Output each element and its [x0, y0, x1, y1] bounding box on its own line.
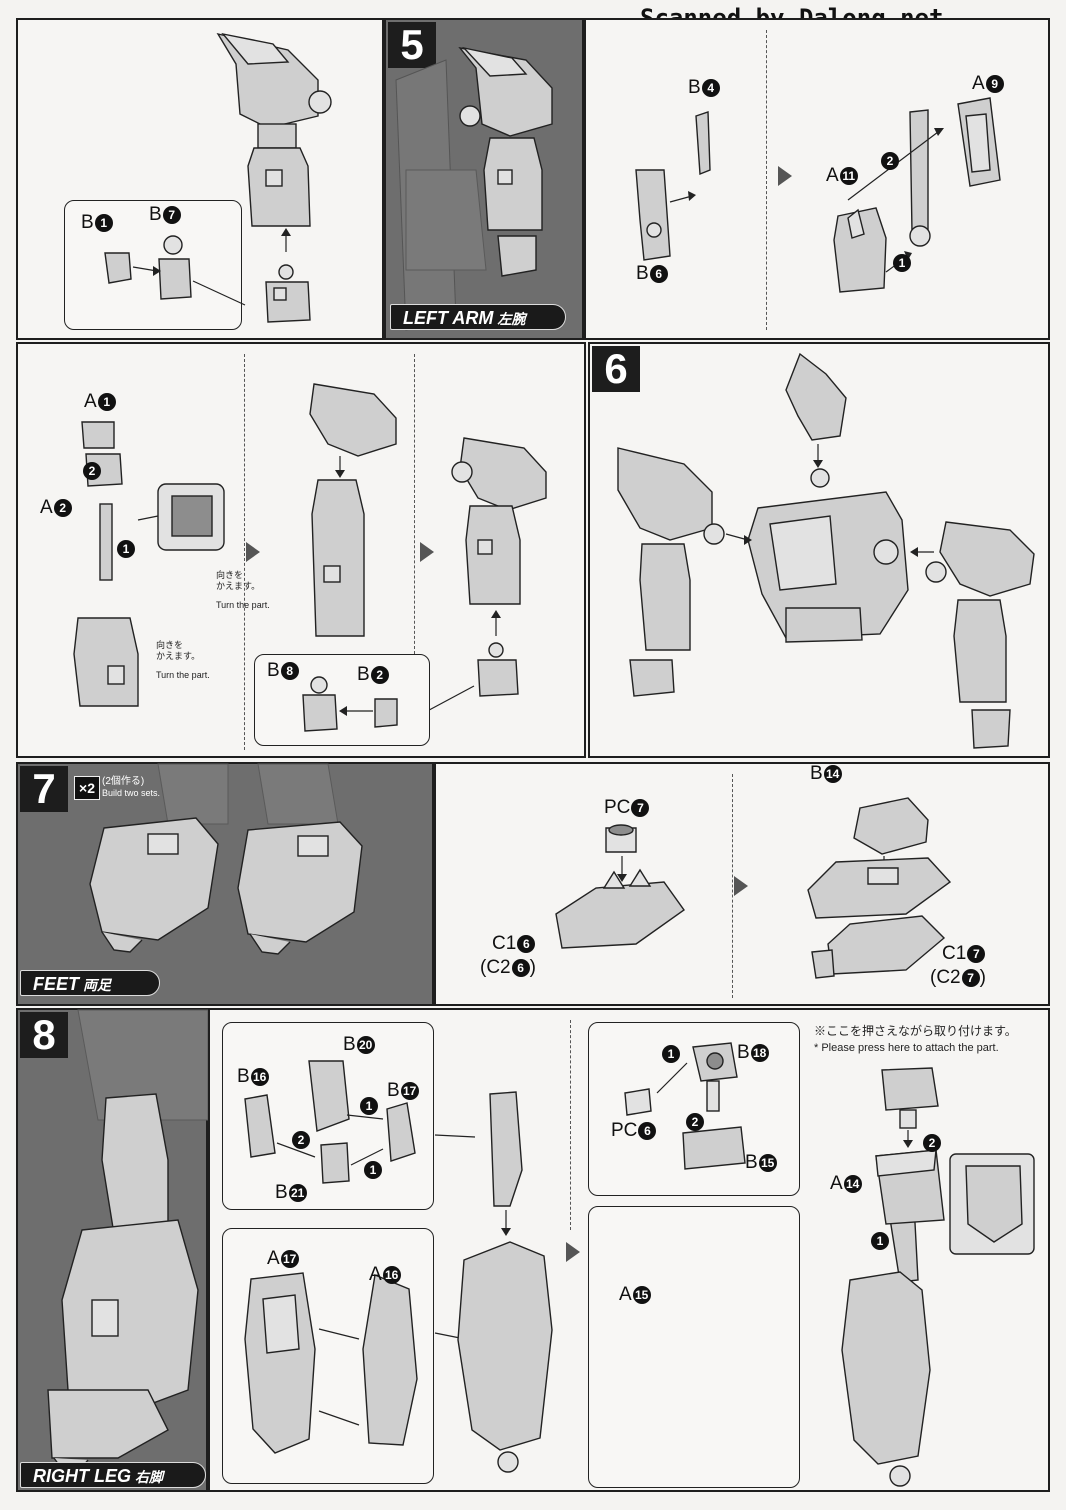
torso-assembly-illustration [617, 352, 1035, 749]
step5-flow-arrow [778, 166, 792, 186]
turn-note-1-en: Turn the part. [216, 600, 270, 610]
turn-note-2: 向きを かえます。 [156, 640, 201, 661]
order-marker-2: 2 [685, 1113, 704, 1131]
step-number-6: 6 [592, 346, 640, 392]
arm-assembly-illustration [216, 32, 332, 323]
build-two-sets-jp: (2個作る) [102, 776, 145, 787]
step-number-7: 7 [20, 766, 68, 812]
step8-flow-arrow [566, 1242, 580, 1262]
step5-divider [766, 30, 767, 330]
step7-flow-arrow [734, 876, 748, 896]
step-number-5: 5 [388, 22, 436, 68]
order-marker-1b: 1 [870, 1232, 889, 1250]
order-marker-2: 2 [291, 1131, 310, 1149]
turn-note-1: 向きを かえます。 [216, 570, 261, 591]
turn-note-2-en: Turn the part. [156, 670, 210, 680]
a14-knee-illustration [875, 1067, 1035, 1255]
order-marker-1a: 1 [359, 1097, 378, 1115]
feet-photo-illustration [89, 763, 363, 955]
order-marker-2: 2 [82, 462, 101, 480]
multiplier-badge: ×2 [74, 776, 100, 800]
arm-frame-illustration [635, 97, 1001, 293]
step-number-8: 8 [20, 1012, 68, 1058]
step7-divider [732, 774, 733, 998]
order-marker-1: 1 [116, 540, 135, 558]
order-marker-1b: 1 [363, 1161, 382, 1179]
arm-joint-illustration [73, 383, 547, 717]
step6-panel: 6 [588, 342, 1050, 758]
right-leg-photo-illustration [47, 1009, 209, 1473]
order-marker-2b: 2 [922, 1134, 941, 1152]
press-note-jp: ※ここを押さえながら取り付けます。 [814, 1024, 1017, 1038]
order-marker-1: 1 [661, 1045, 680, 1063]
step5b-divider-2 [414, 354, 415, 654]
step8-divider [570, 1020, 571, 1230]
left-arm-photo-illustration [395, 46, 553, 331]
step5b-divider-1 [244, 354, 245, 750]
step5b-flow-arrow-2 [420, 542, 434, 562]
step5b-flow-arrow-1 [246, 542, 260, 562]
foot-assembly-illustration [555, 797, 952, 979]
order-marker-1: 1 [892, 254, 911, 272]
order-marker-2: 2 [880, 152, 899, 170]
build-two-sets-en: Build two sets. [102, 788, 161, 798]
press-note-en: * Please press here to attach the part. [814, 1042, 999, 1054]
